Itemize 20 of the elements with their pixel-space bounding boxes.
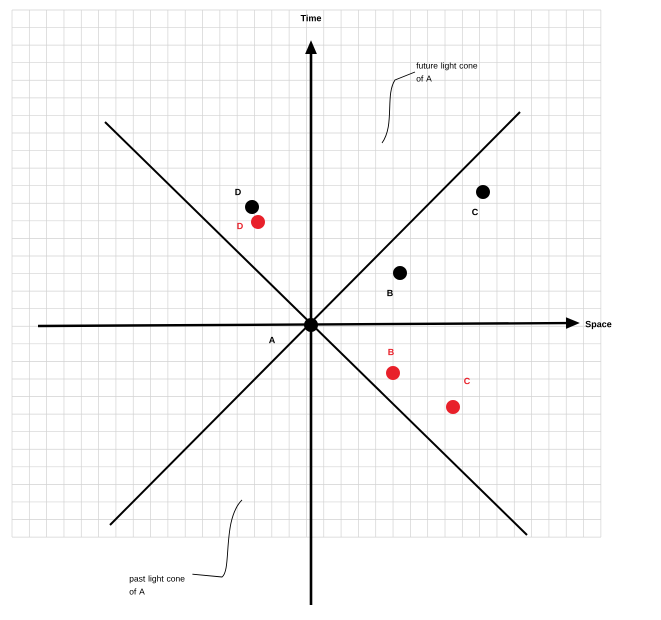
- event-dot: [393, 266, 407, 280]
- event-label: A: [268, 336, 276, 344]
- event-label: C: [472, 208, 478, 216]
- event-dot: [446, 400, 460, 414]
- event-dot: [245, 200, 259, 214]
- event-label: B: [387, 290, 393, 296]
- event-label: D: [237, 222, 243, 230]
- annotation-text: future light cone of A: [416, 62, 478, 82]
- event-label: B: [388, 348, 394, 356]
- event-label: D: [235, 188, 241, 196]
- event-dot: [251, 215, 265, 229]
- axis-label: Time: [300, 14, 322, 22]
- event-dot: [476, 185, 490, 199]
- event-label: C: [464, 378, 470, 384]
- leader-line: [192, 500, 242, 578]
- leader-line: [382, 72, 416, 144]
- axis-label: Space: [585, 320, 612, 330]
- event-dot: [386, 366, 400, 380]
- annotation-text: past light cone of A: [130, 575, 185, 595]
- event-dot: [304, 318, 318, 332]
